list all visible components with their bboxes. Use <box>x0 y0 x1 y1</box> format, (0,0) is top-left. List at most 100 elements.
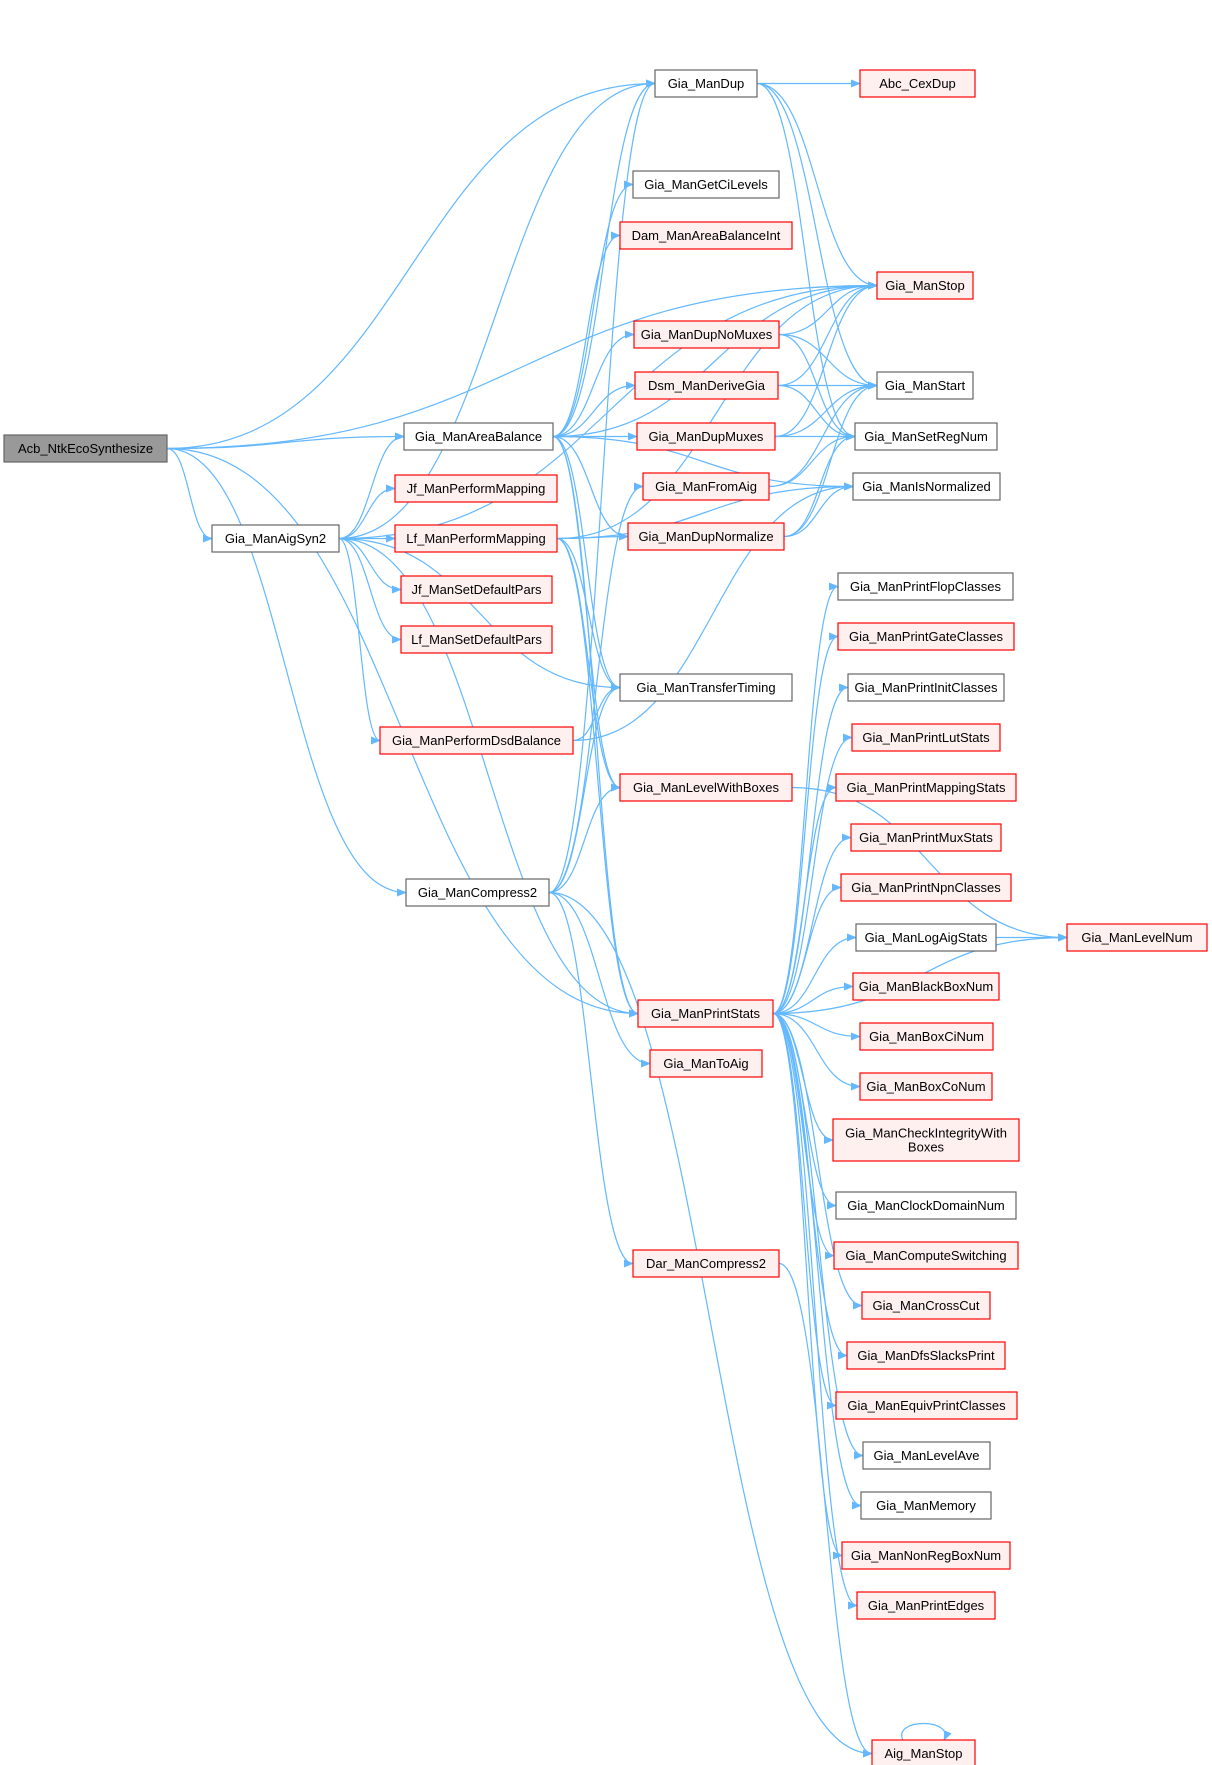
node-label: Gia_ManDupMuxes <box>649 429 764 444</box>
node-acb[interactable]: Acb_NtkEcoSynthesize <box>3 434 168 463</box>
edge-areabal-to-damab <box>552 231 621 438</box>
node-dupmux[interactable]: Gia_ManDupMuxes <box>636 422 776 451</box>
node-clockdom[interactable]: Gia_ManClockDomainNum <box>835 1191 1017 1220</box>
node-box <box>642 472 770 501</box>
node-darcomp[interactable]: Dar_ManCompress2 <box>632 1249 780 1278</box>
node-box <box>850 823 1002 852</box>
node-gatecls[interactable]: Gia_ManPrintGateClasses <box>837 622 1015 651</box>
node-label: Gia_ManPrintNpnClasses <box>851 880 1001 895</box>
node-areabal[interactable]: Gia_ManAreaBalance <box>403 422 554 451</box>
node-lutstats[interactable]: Gia_ManPrintLutStats <box>851 723 1001 752</box>
node-jfmap[interactable]: Jf_ManPerformMapping <box>394 474 558 503</box>
node-box <box>859 1072 993 1101</box>
node-printstats[interactable]: Gia_ManPrintStats <box>637 999 774 1028</box>
edge-printstats-to-flopcls <box>772 582 839 1015</box>
edge-printstats-to-nonreg <box>772 1012 843 1560</box>
node-dupnorm[interactable]: Gia_ManDupNormalize <box>627 522 785 551</box>
node-boxco[interactable]: Gia_ManBoxCoNum <box>859 1072 993 1101</box>
node-aigsyn2[interactable]: Gia_ManAigSyn2 <box>211 524 340 553</box>
node-abccex[interactable]: Abc_CexDup <box>859 69 976 98</box>
node-flopcls[interactable]: Gia_ManPrintFlopClasses <box>837 572 1014 601</box>
node-levelbox[interactable]: Gia_ManLevelWithBoxes <box>619 773 793 802</box>
edge-printstats-to-equivcls <box>772 1012 837 1410</box>
edge-areabal-to-mandup <box>552 79 656 438</box>
edge-dupnomux-to-start <box>778 333 878 390</box>
node-label: Gia_ManPrintLutStats <box>862 730 990 745</box>
node-box <box>841 1541 1011 1570</box>
edge-printstats-to-mapstats <box>772 783 837 1015</box>
edge-aigsyn2-to-transfer <box>338 537 621 692</box>
node-damab[interactable]: Dam_ManAreaBalanceInt <box>619 221 793 250</box>
node-boxci[interactable]: Gia_ManBoxCiNum <box>859 1022 994 1051</box>
node-label: Gia_ManPrintStats <box>651 1006 761 1021</box>
node-stop[interactable]: Gia_ManStop <box>876 271 974 300</box>
node-crosscut[interactable]: Gia_ManCrossCut <box>861 1291 991 1320</box>
node-equivcls[interactable]: Gia_ManEquivPrintClasses <box>835 1391 1018 1420</box>
node-fromaig[interactable]: Gia_ManFromAig <box>642 472 770 501</box>
node-lfset[interactable]: Lf_ManSetDefaultPars <box>400 625 553 654</box>
edge-printstats-to-memory <box>772 1012 862 1510</box>
node-dsmderive[interactable]: Dsm_ManDeriveGia <box>634 371 779 400</box>
node-levelnum[interactable]: Gia_ManLevelNum <box>1066 923 1208 952</box>
node-label: Gia_ManFromAig <box>655 479 757 494</box>
node-box <box>876 371 974 400</box>
edge-aigsyn2-to-mandup <box>338 79 656 540</box>
node-box <box>379 726 574 755</box>
node-npncls[interactable]: Gia_ManPrintNpnClasses <box>840 873 1012 902</box>
node-box <box>619 773 793 802</box>
edge-printstats-to-levelave <box>772 1012 864 1460</box>
edge-acb-to-compress2 <box>166 447 407 897</box>
node-box <box>859 69 976 98</box>
node-label: Dam_ManAreaBalanceInt <box>632 228 781 243</box>
node-label: Gia_ManCheckIntegrityWith <box>845 1126 1007 1141</box>
node-mandup[interactable]: Gia_ManDup <box>654 69 758 98</box>
node-start[interactable]: Gia_ManStart <box>876 371 974 400</box>
node-mapstats[interactable]: Gia_ManPrintMappingStats <box>835 773 1017 802</box>
edge-aigstop-to-aigstop <box>901 1723 952 1741</box>
node-box <box>632 170 780 199</box>
edge-areabal-to-getci <box>552 180 634 438</box>
node-label: Lf_ManPerformMapping <box>406 531 545 546</box>
node-label: Gia_ManIsNormalized <box>862 479 991 494</box>
node-getci[interactable]: Gia_ManGetCiLevels <box>632 170 780 199</box>
node-muxstats[interactable]: Gia_ManPrintMuxStats <box>850 823 1002 852</box>
edge-areabal-to-transfer <box>552 435 621 692</box>
edge-dupmux-to-stop <box>774 281 878 438</box>
node-aigstop[interactable]: Aig_ManStop <box>871 1739 976 1765</box>
node-logaig[interactable]: Gia_ManLogAigStats <box>855 923 997 952</box>
node-label: Gia_ManSetRegNum <box>864 429 988 444</box>
node-toaig[interactable]: Gia_ManToAig <box>649 1049 763 1078</box>
node-dupnomux[interactable]: Gia_ManDupNoMuxes <box>633 320 780 349</box>
node-lfmap[interactable]: Lf_ManPerformMapping <box>394 524 558 553</box>
node-label: Gia_ManPrintGateClasses <box>849 629 1003 644</box>
edge-mandup-to-start <box>756 82 878 390</box>
node-levelave[interactable]: Gia_ManLevelAve <box>862 1441 991 1470</box>
node-isnorm[interactable]: Gia_ManIsNormalized <box>852 472 1001 501</box>
node-blackbox[interactable]: Gia_ManBlackBoxNum <box>852 972 1000 1001</box>
node-label: Dsm_ManDeriveGia <box>648 378 766 393</box>
node-label: Gia_ManStart <box>885 378 966 393</box>
node-box <box>835 773 1017 802</box>
node-dsdbal[interactable]: Gia_ManPerformDsdBalance <box>379 726 574 755</box>
node-setreg[interactable]: Gia_ManSetRegNum <box>854 422 998 451</box>
node-compsw[interactable]: Gia_ManComputeSwitching <box>833 1241 1019 1270</box>
node-box <box>851 723 1001 752</box>
node-compress2[interactable]: Gia_ManCompress2 <box>405 878 550 907</box>
node-transfer[interactable]: Gia_ManTransferTiming <box>619 673 793 702</box>
node-initcls[interactable]: Gia_ManPrintInitClasses <box>847 673 1005 702</box>
node-box <box>3 434 168 463</box>
node-label: Jf_ManSetDefaultPars <box>411 582 542 597</box>
edge-printstats-to-muxstats <box>772 833 852 1015</box>
edge-aigsyn2-to-jfmap <box>338 484 396 540</box>
node-dfsslack[interactable]: Gia_ManDfsSlacksPrint <box>846 1341 1006 1370</box>
edge-printstats-to-crosscut <box>772 1012 863 1310</box>
node-printedges[interactable]: Gia_ManPrintEdges <box>856 1591 996 1620</box>
node-memory[interactable]: Gia_ManMemory <box>860 1491 992 1520</box>
node-nonreg[interactable]: Gia_ManNonRegBoxNum <box>841 1541 1011 1570</box>
node-jfset[interactable]: Jf_ManSetDefaultPars <box>400 575 553 604</box>
node-box <box>619 673 793 702</box>
edge-printstats-to-logaig <box>772 933 857 1015</box>
edge-acb-to-stop <box>166 281 878 450</box>
